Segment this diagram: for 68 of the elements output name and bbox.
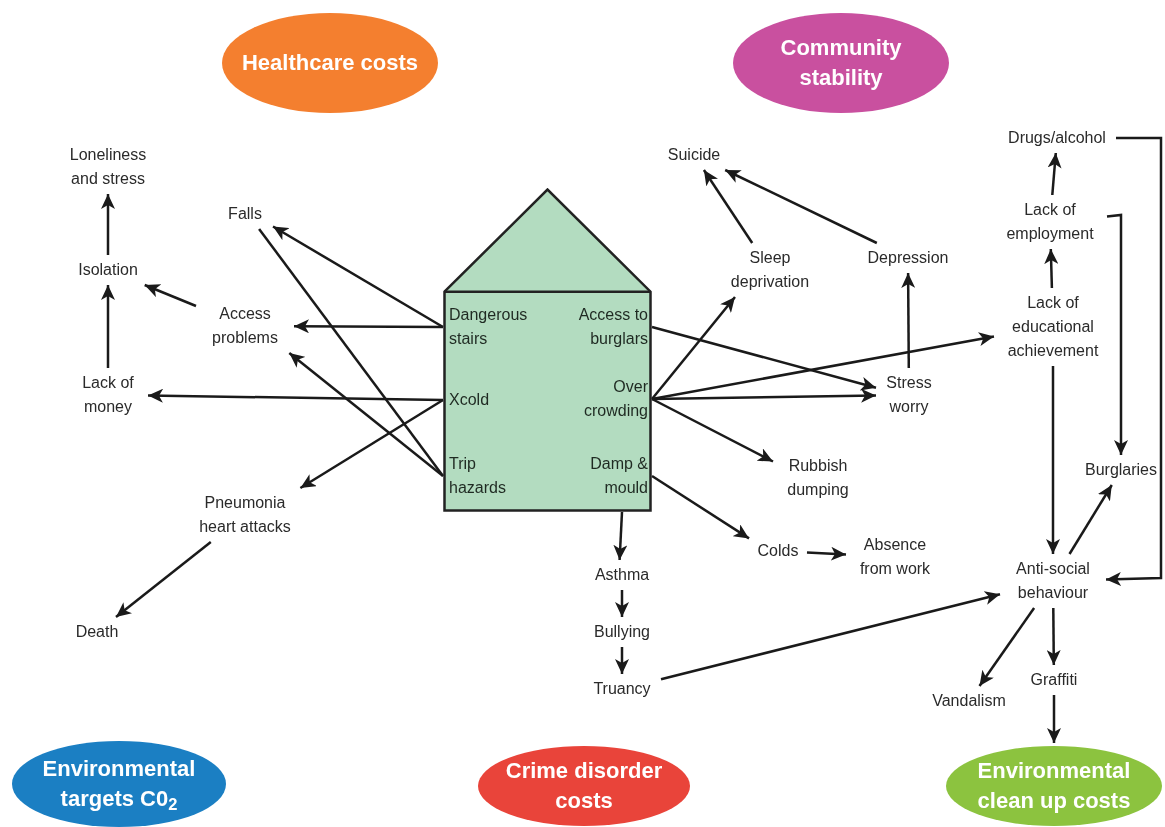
effect-label: Anti-social behaviour: [1003, 557, 1103, 605]
arrow: [806, 546, 847, 561]
effect-label: Death: [67, 620, 127, 644]
arrow: [1047, 152, 1062, 196]
arrow: [613, 511, 628, 561]
connector-line: [258, 228, 444, 477]
hazard-label: Damp & mould: [564, 452, 648, 500]
arrow: [147, 388, 444, 403]
effect-label: Lack of employment: [996, 198, 1104, 246]
effect-label: Pneumonia heart attacks: [189, 491, 301, 539]
arrow: [660, 591, 1001, 681]
hazard-label: Dangerous stairs: [449, 303, 547, 351]
arrow: [101, 285, 115, 368]
arrow: [299, 398, 444, 490]
arrow: [615, 647, 629, 674]
effect-label: Vandalism: [929, 689, 1009, 713]
effect-label: Loneliness and stress: [58, 143, 158, 191]
effect-label: Isolation: [68, 258, 148, 282]
effect-label: Burglaries: [1082, 458, 1160, 482]
hazard-label: Trip hazards: [449, 452, 533, 500]
arrow: [1047, 695, 1061, 743]
arrow: [615, 590, 629, 617]
arrow: [702, 169, 754, 244]
arrow: [978, 607, 1036, 687]
arrow: [724, 168, 878, 245]
effect-label: Access problems: [199, 302, 291, 350]
effect-label: Falls: [220, 202, 270, 226]
arrow: [1046, 366, 1060, 554]
effect-label: Stress worry: [879, 371, 939, 419]
arrow: [651, 474, 750, 540]
effect-label: Suicide: [661, 143, 727, 167]
effect-label: Graffiti: [1022, 668, 1086, 692]
house-shape: [443, 188, 652, 512]
effect-label: Truancy: [586, 677, 658, 701]
effect-label: Sleep deprivation: [718, 246, 822, 294]
hazard-label: Over crowding: [558, 375, 648, 423]
effect-label: Drugs/alcohol: [1001, 126, 1113, 150]
effect-label: Lack of educational achievement: [997, 291, 1109, 363]
arrow: [288, 352, 444, 477]
arrow: [101, 194, 115, 255]
cost-ellipse: Healthcare costs: [222, 13, 438, 113]
arrow: [901, 273, 916, 368]
cost-ellipse: Community stability: [733, 13, 949, 113]
effect-label: Colds: [752, 539, 804, 563]
effect-label: Lack of money: [71, 371, 145, 419]
arrow: [1105, 136, 1163, 587]
arrow: [272, 225, 444, 329]
effect-label: Rubbish dumping: [776, 454, 860, 502]
arrow: [115, 541, 212, 618]
hazard-label: Xcold: [449, 388, 513, 412]
cost-ellipse: Crime disorder costs: [478, 746, 690, 826]
arrow: [651, 325, 877, 391]
effect-label: Depression: [860, 246, 956, 270]
arrow: [651, 296, 736, 400]
effect-label: Bullying: [586, 620, 658, 644]
cost-ellipse: Environmental targets C0$_{2}$: [12, 741, 226, 827]
arrow: [1046, 608, 1061, 665]
hazard-label: Access to burglars: [558, 303, 648, 351]
arrow: [1068, 484, 1113, 555]
arrow: [294, 319, 443, 334]
arrow: [651, 332, 995, 401]
arrow: [1044, 248, 1059, 289]
cost-ellipse: Environmental clean up costs: [946, 746, 1162, 826]
arrow: [1106, 213, 1128, 455]
effect-label: Asthma: [586, 563, 658, 587]
effect-label: Absence from work: [849, 533, 941, 581]
arrow: [651, 397, 774, 463]
arrow: [144, 283, 197, 308]
